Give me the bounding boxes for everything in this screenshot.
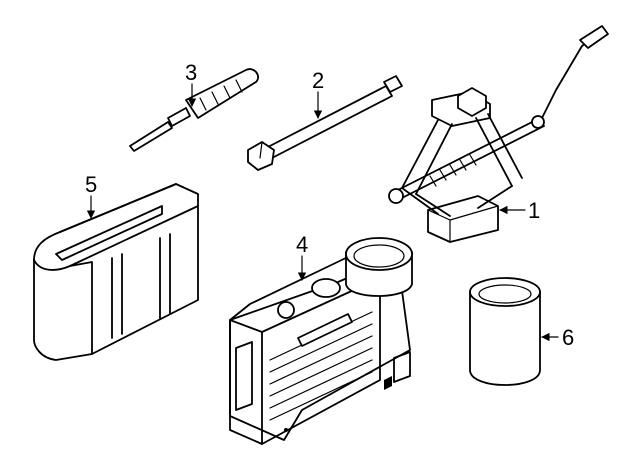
- compressor-illustration: [229, 237, 413, 445]
- callout-6: 6: [562, 325, 574, 350]
- callout-2: 2: [312, 68, 324, 93]
- callout-4: 4: [296, 232, 308, 257]
- extension-bar-illustration: [247, 75, 403, 171]
- screwdriver-illustration: [129, 68, 259, 152]
- sealant-bottle-illustration: [469, 277, 541, 386]
- callout-1: 1: [528, 198, 540, 223]
- callout-leaders: [86, 83, 559, 342]
- tool-case-illustration: [33, 183, 199, 361]
- callout-3: 3: [185, 60, 197, 85]
- callout-5: 5: [85, 172, 97, 197]
- jack-illustration: [388, 25, 609, 243]
